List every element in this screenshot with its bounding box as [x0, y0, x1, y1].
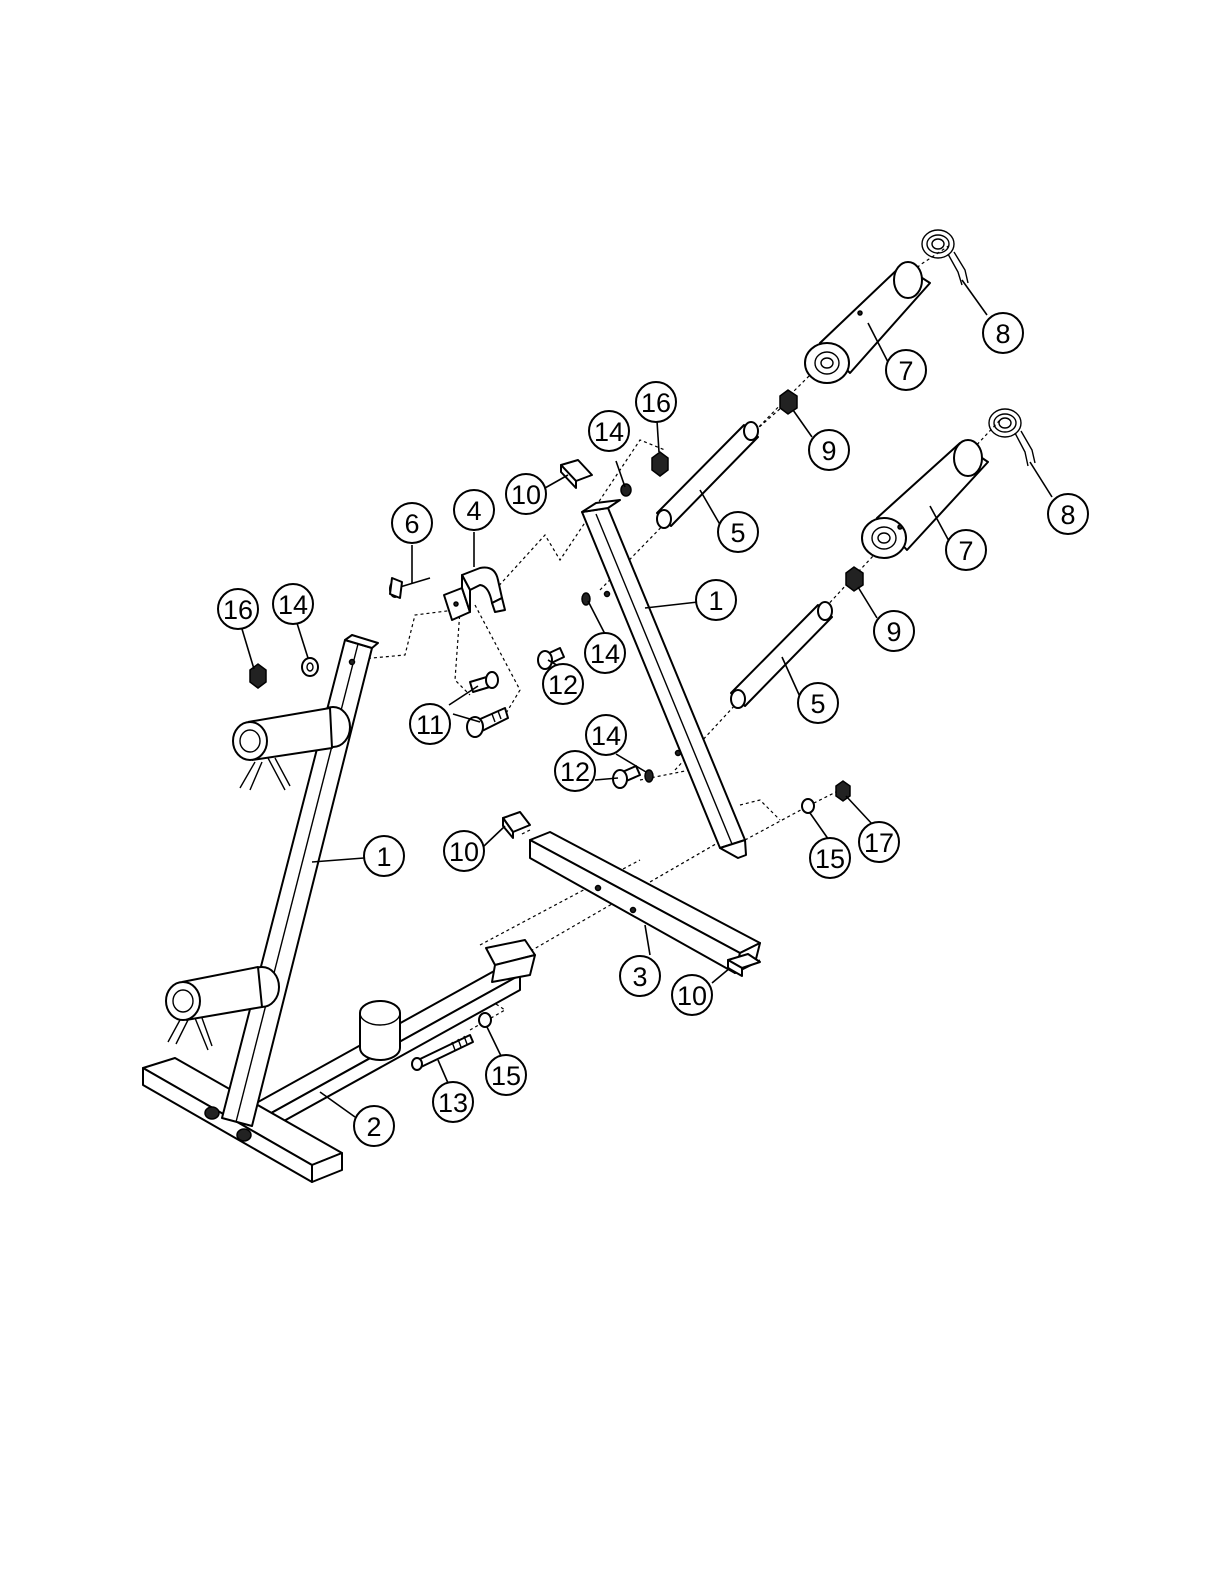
bolt-part-11-lower [467, 708, 508, 737]
callout-8-lower: 8 [1048, 494, 1088, 534]
callout-15-right: 15 [810, 838, 850, 878]
callout-1-left: 1 [364, 836, 404, 876]
callout-label: 10 [511, 480, 541, 510]
callout-label: 5 [810, 689, 825, 719]
callout-14-lower: 14 [586, 715, 626, 755]
callout-17: 17 [859, 822, 899, 862]
callout-1-right: 1 [696, 580, 736, 620]
callout-label: 5 [730, 518, 745, 548]
callout-label: 14 [591, 721, 621, 751]
washer-part-14-lower [645, 770, 653, 782]
callout-label: 15 [491, 1061, 521, 1091]
callout-label: 11 [416, 710, 444, 740]
callout-3: 3 [620, 956, 660, 996]
callout-16-left: 16 [218, 589, 258, 629]
callout-label: 13 [438, 1088, 468, 1118]
callout-label: 2 [366, 1112, 381, 1142]
callout-label: 8 [995, 319, 1010, 349]
nut-part-9-upper [780, 390, 797, 414]
washer-part-15-bottom [479, 1013, 491, 1027]
callout-label: 6 [404, 509, 419, 539]
nut-part-16-top [652, 452, 668, 476]
spring-collar-part-8-lower [989, 409, 1035, 466]
callout-label: 9 [821, 436, 836, 466]
callout-label: 1 [708, 586, 723, 616]
callout-label: 15 [815, 844, 845, 874]
bolt-part-12-lower [613, 766, 640, 788]
callout-7-upper: 7 [886, 350, 926, 390]
callout-label: 4 [466, 496, 481, 526]
callout-9-upper: 9 [809, 430, 849, 470]
callout-label: 16 [641, 388, 671, 418]
callout-9-lower: 9 [874, 611, 914, 651]
callout-label: 14 [594, 417, 624, 447]
callout-16-top: 16 [636, 382, 676, 422]
end-cap-part-10-mid [503, 812, 530, 838]
end-cap-part-10-top [561, 460, 592, 488]
callout-8-upper: 8 [983, 313, 1023, 353]
callout-13: 13 [433, 1082, 473, 1122]
bracket-part-4 [444, 568, 505, 621]
callout-label: 8 [1060, 500, 1075, 530]
callout-label: 17 [864, 828, 894, 858]
spring-collar-part-8-upper [922, 230, 968, 285]
callout-label: 12 [548, 670, 578, 700]
nut-part-16-left [250, 664, 266, 688]
callout-14-left: 14 [273, 584, 313, 624]
callout-4: 4 [454, 490, 494, 530]
callout-label: 10 [677, 981, 707, 1011]
callout-10-bottom: 10 [672, 975, 712, 1015]
callout-5-upper: 5 [718, 512, 758, 552]
callout-label: 9 [886, 617, 901, 647]
callout-2: 2 [354, 1106, 394, 1146]
washer-part-15-right [802, 799, 814, 813]
callout-6: 6 [392, 503, 432, 543]
callout-label: 16 [223, 595, 253, 625]
callout-14-mid: 14 [585, 633, 625, 673]
callout-10-mid: 10 [444, 831, 484, 871]
callout-14-top: 14 [589, 411, 629, 451]
callout-label: 14 [590, 639, 620, 669]
pin-part-6 [390, 578, 430, 598]
callout-12-lower: 12 [555, 751, 595, 791]
callout-12-upper: 12 [543, 664, 583, 704]
washer-part-14-top [621, 484, 631, 496]
nut-part-9-lower [846, 567, 863, 591]
callout-10-top: 10 [506, 474, 546, 514]
callout-5-lower: 5 [798, 683, 838, 723]
callout-label: 10 [449, 837, 479, 867]
callout-15-bottom: 15 [486, 1055, 526, 1095]
callout-label: 1 [376, 842, 391, 872]
callout-label: 3 [632, 962, 647, 992]
callout-11: 11 [410, 704, 450, 744]
callout-7-lower: 7 [946, 530, 986, 570]
callout-label: 14 [278, 590, 308, 620]
crossbar-part-3 [530, 832, 760, 973]
callout-label: 12 [560, 757, 590, 787]
callout-label: 7 [958, 536, 973, 566]
callout-label: 7 [898, 356, 913, 386]
upright-part-1-right [582, 500, 746, 858]
washer-part-14-left [302, 658, 318, 676]
